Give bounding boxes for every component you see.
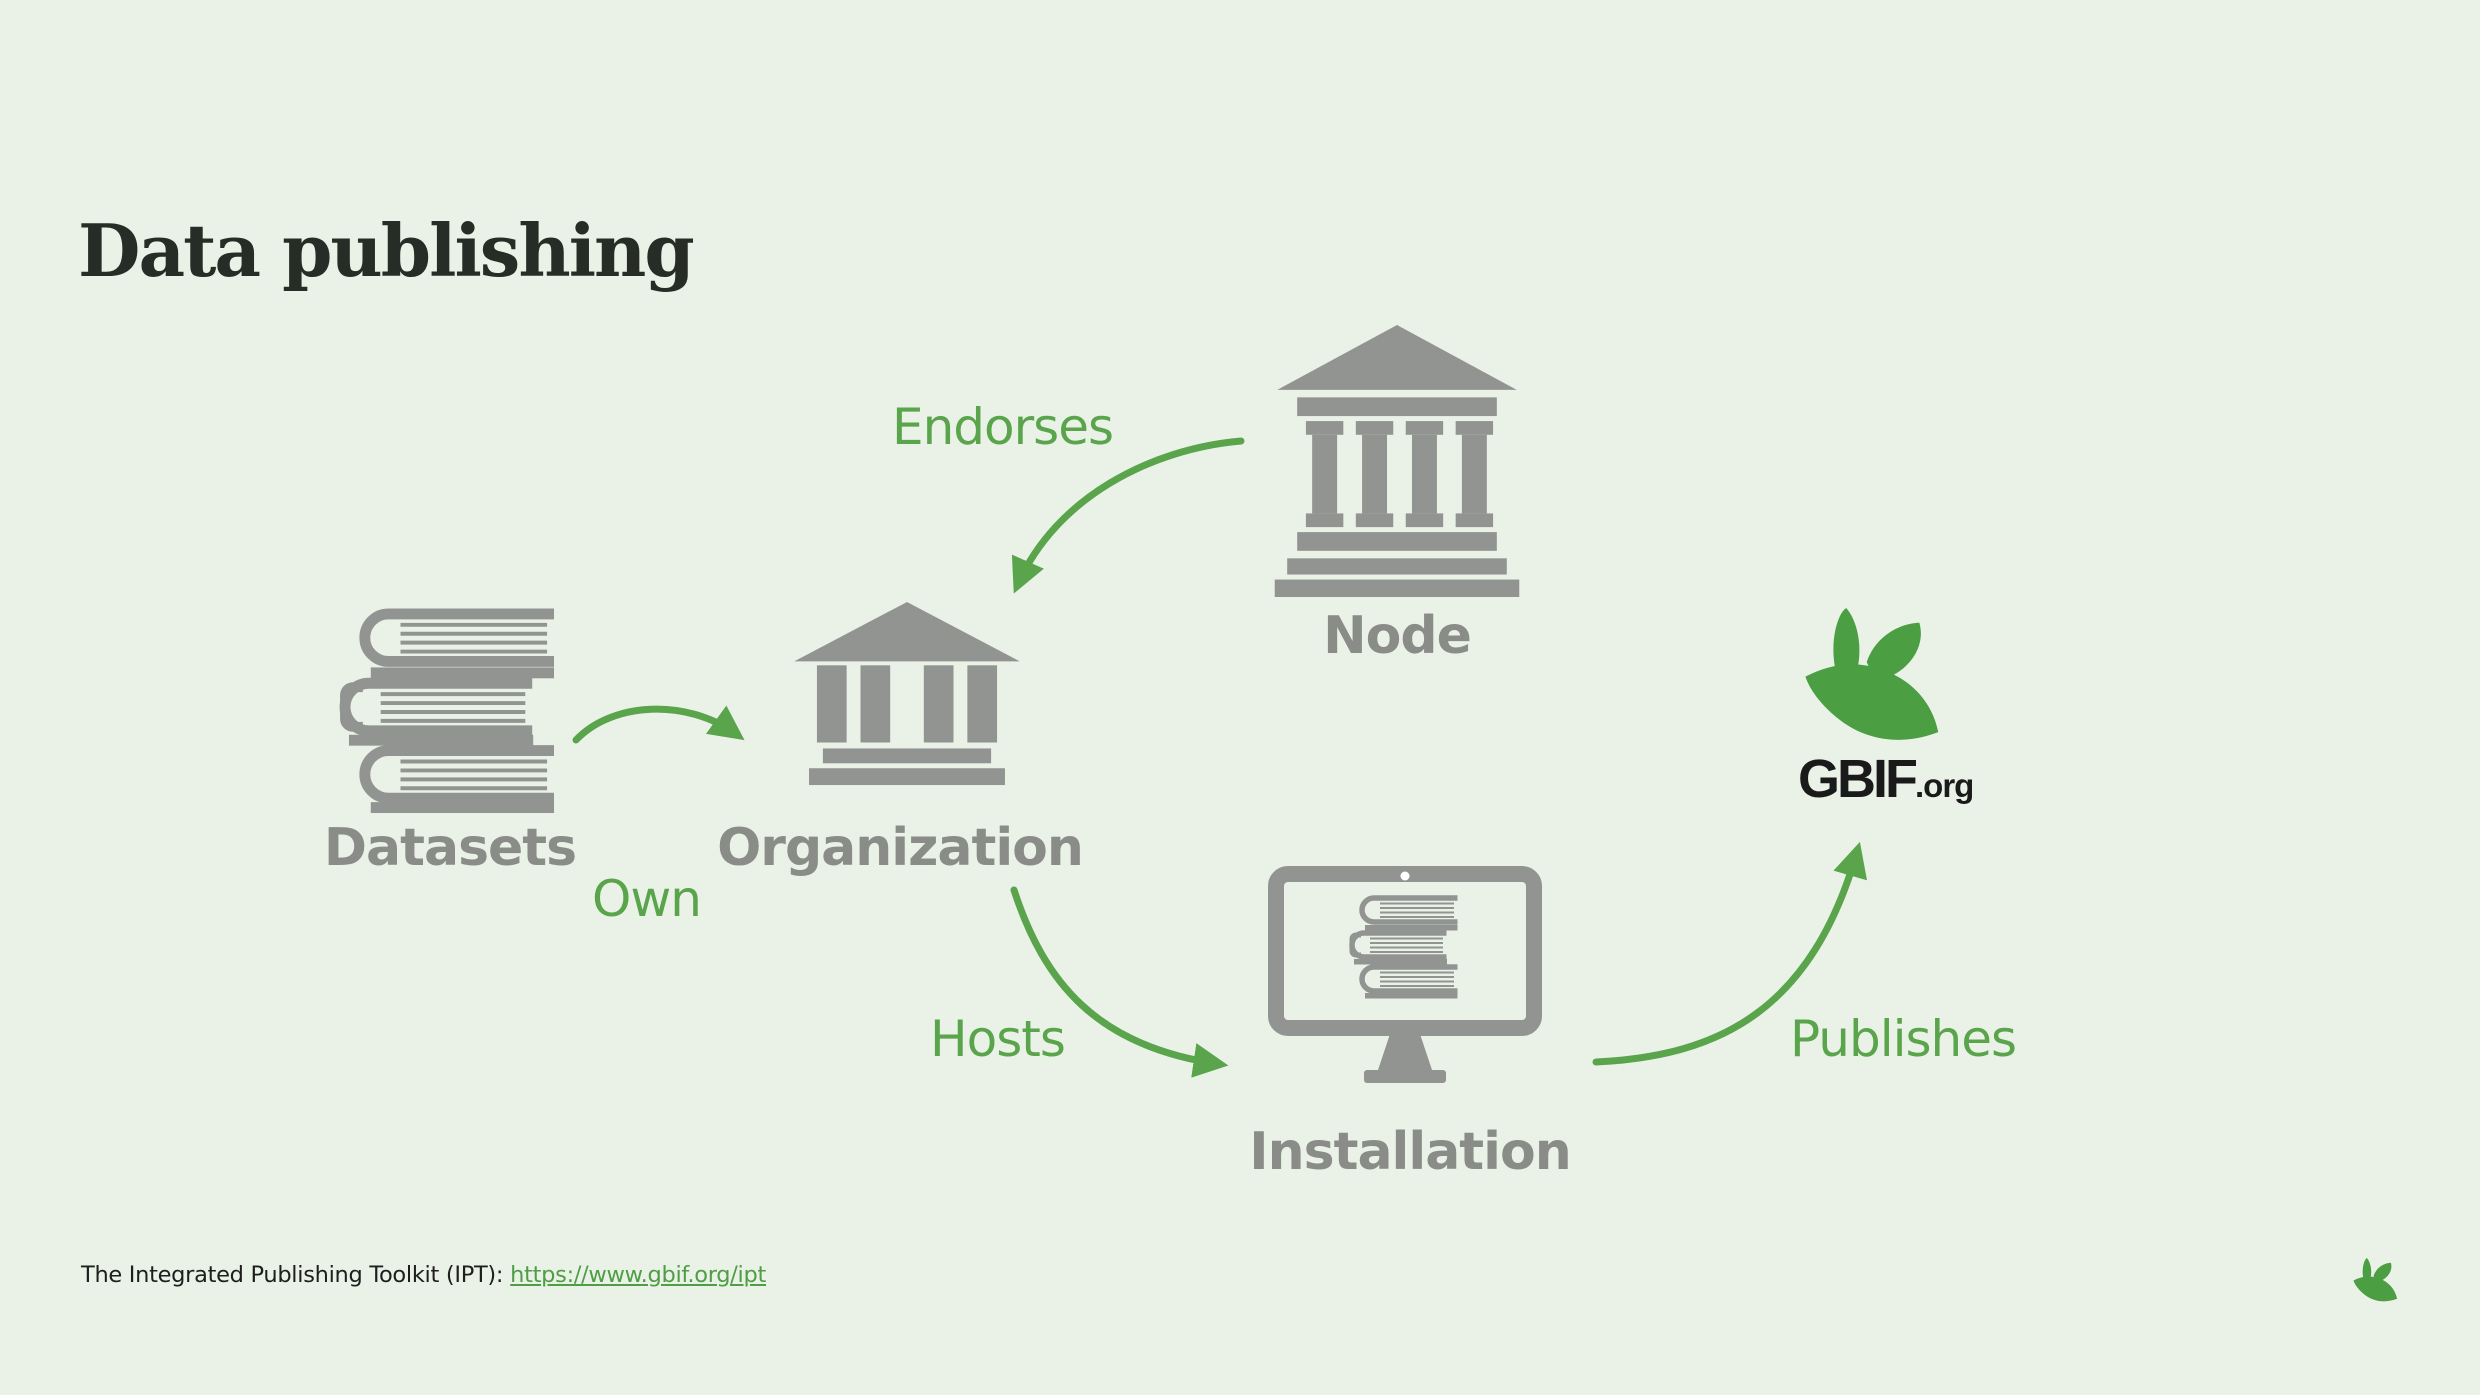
edge-label-publishes: Publishes — [1790, 1010, 2017, 1068]
node-label-node: Node — [1323, 606, 1472, 666]
bank-icon-organization — [793, 600, 1021, 790]
node-label-organization: Organization — [717, 818, 1084, 878]
monitor-books-icon — [1268, 866, 1542, 1092]
gbif-leaf-icon — [1800, 608, 1948, 754]
gbif-brand-text: GBIF — [1798, 749, 1918, 809]
footer-text: The Integrated Publishing Toolkit (IPT): — [81, 1262, 504, 1288]
edge-label-endorses: Endorses — [892, 398, 1114, 456]
edge-label-own: Own — [592, 870, 702, 928]
own-arrow — [572, 705, 745, 744]
gbif-mini-leaf-icon — [2352, 1258, 2400, 1306]
gbif-wordmark: GBIF.org — [1798, 748, 1974, 810]
bank-icon-node — [1272, 320, 1522, 597]
footer-note: The Integrated Publishing Toolkit (IPT):… — [81, 1262, 766, 1288]
page-title: Data publishing — [78, 208, 695, 293]
endorses-arrow — [1011, 437, 1245, 594]
edge-label-hosts: Hosts — [930, 1010, 1066, 1068]
node-label-datasets: Datasets — [323, 818, 577, 878]
books-icon — [337, 606, 565, 814]
ipt-link[interactable]: https://www.gbif.org/ipt — [510, 1262, 767, 1288]
gbif-suffix-text: .org — [1915, 767, 1974, 804]
node-label-installation: Installation — [1249, 1122, 1571, 1182]
